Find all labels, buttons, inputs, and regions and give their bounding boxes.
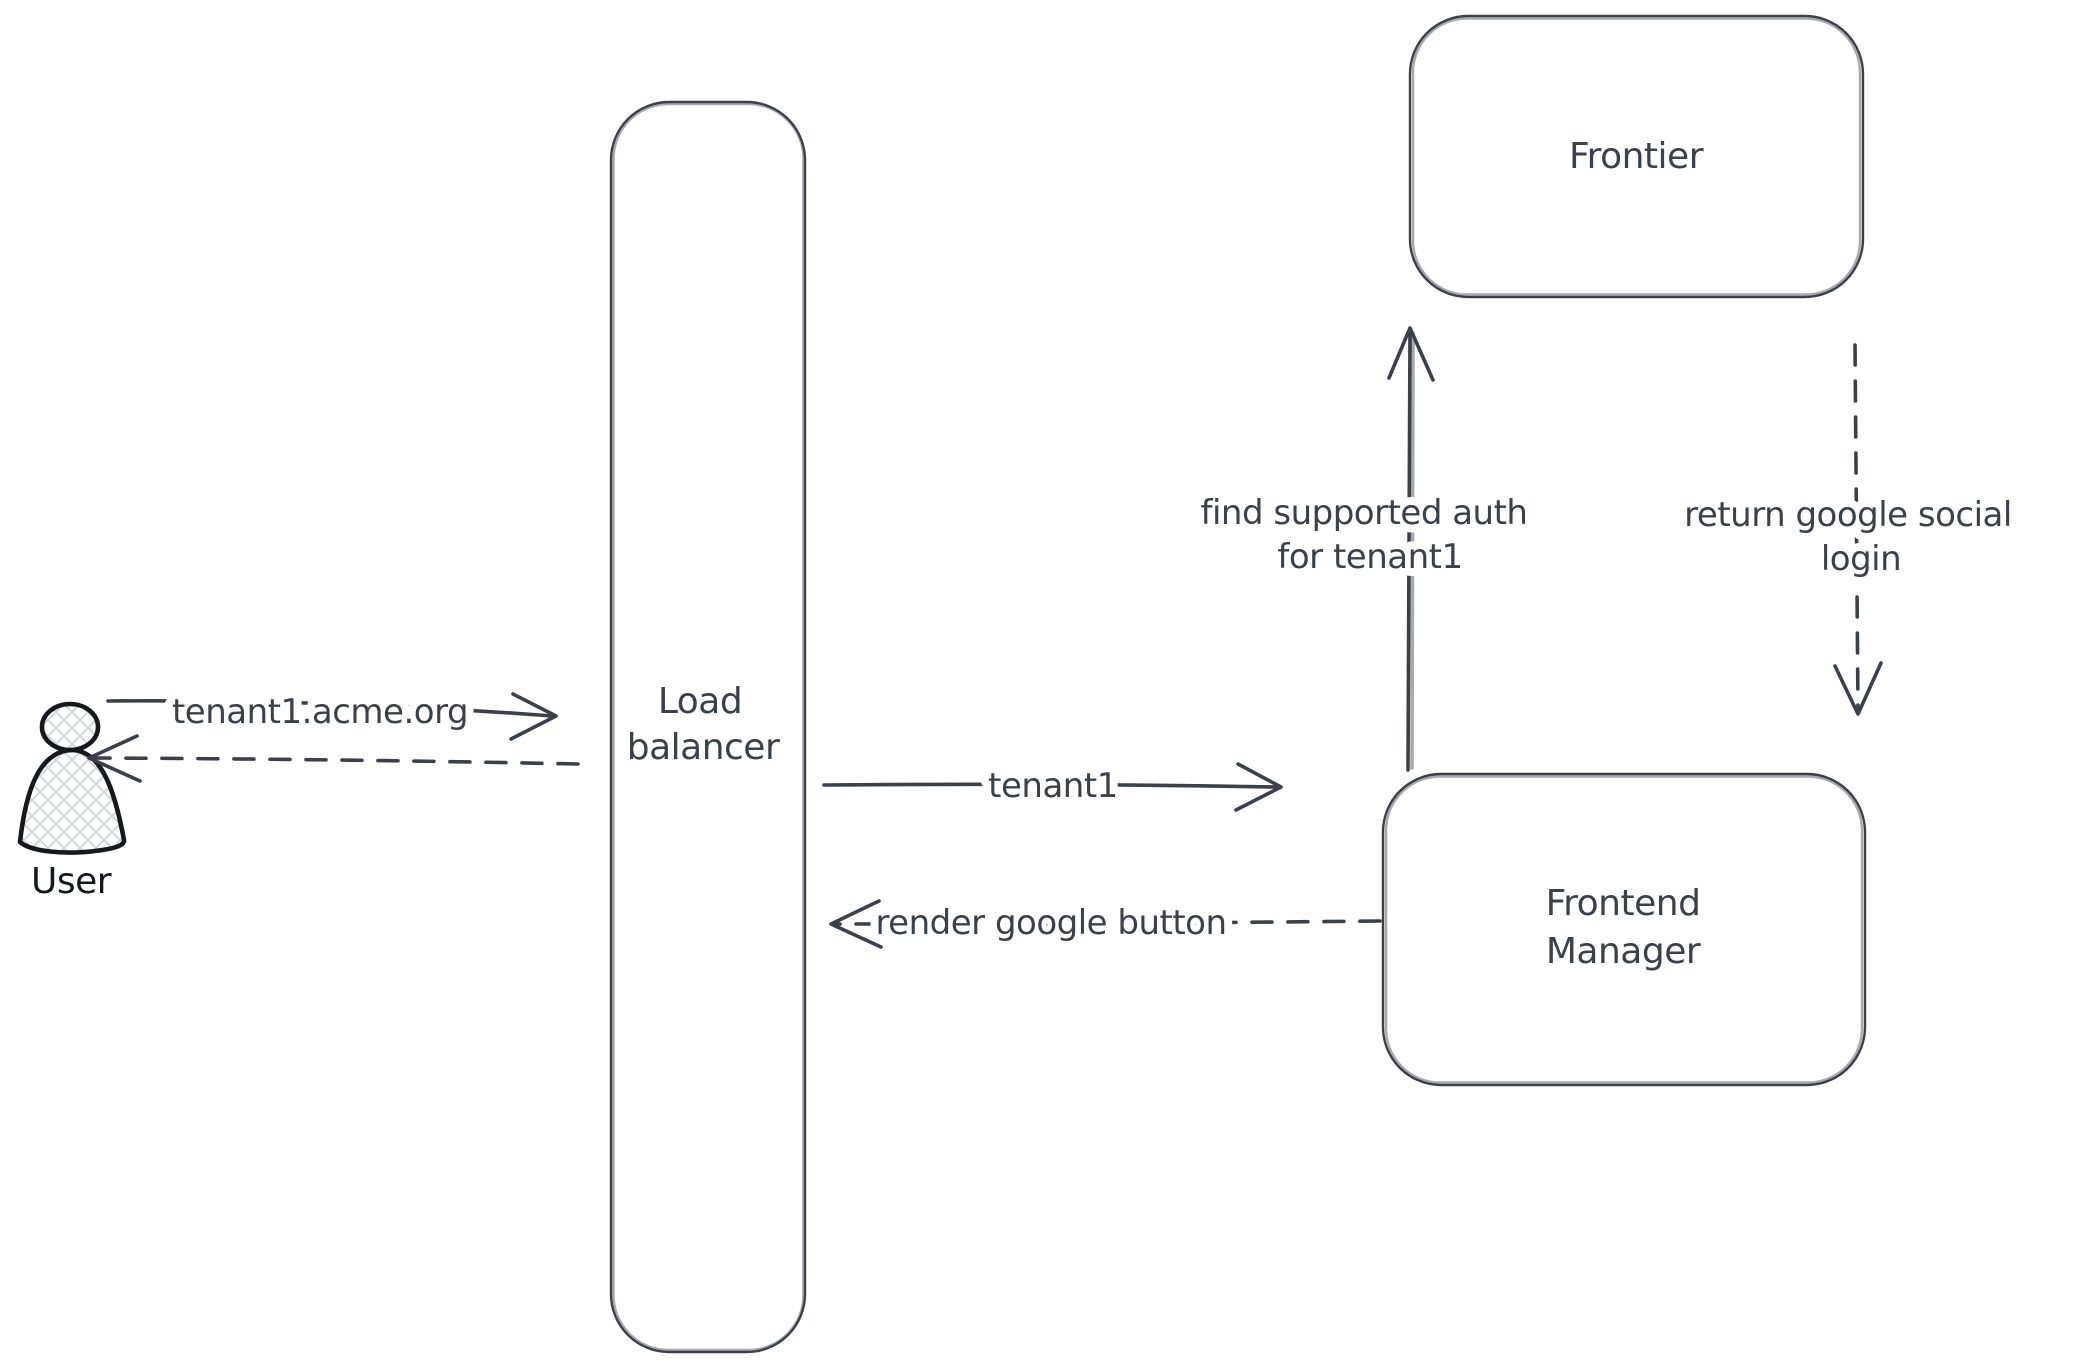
arrowhead-right	[509, 692, 558, 741]
arrowhead-up	[1387, 326, 1435, 382]
frontend-manager-node	[1381, 772, 1867, 1087]
arrow-response-to-user	[87, 734, 580, 783]
labels: Load balancer Frontier Frontend Manager …	[31, 136, 2020, 972]
edge-label-tenant1: tenant1	[988, 766, 1118, 806]
user-label: User	[31, 861, 112, 902]
edge-label-render-google-button: render google button	[875, 903, 1226, 943]
edge-label-find-supported-auth-line1: find supported auth	[1201, 493, 1528, 533]
edge-label-find-supported-auth-line2: for tenant1	[1277, 537, 1462, 577]
load-balancer-label-line2: balancer	[627, 727, 780, 768]
arrow-tenant1	[822, 762, 1283, 812]
edge-label-return-google-social-line2: login	[1821, 539, 1901, 579]
arrow-return-google-social	[1833, 343, 1883, 716]
arrow-find-supported-auth	[1387, 326, 1435, 772]
frontier-label: Frontier	[1569, 136, 1704, 177]
user-head	[39, 701, 101, 753]
load-balancer-label-line1: Load	[658, 681, 742, 722]
edge-label-tenant1-acme-org: tenant1.acme.org	[172, 692, 468, 732]
arrow-render-google-button	[829, 899, 1382, 949]
arrowhead-right	[1234, 762, 1283, 812]
load-balancer-node	[609, 100, 807, 1354]
arrow-tenant1-acme-org	[106, 692, 558, 741]
user-body	[17, 747, 127, 855]
arrowhead-left	[87, 734, 142, 783]
user-icon	[17, 701, 127, 855]
edge-label-return-google-social-line1: return google social	[1684, 495, 2012, 535]
node-boxes	[609, 14, 1867, 1354]
arrows	[87, 326, 1883, 949]
frontier-node	[1408, 14, 1865, 299]
arrowhead-down	[1833, 661, 1883, 716]
arrowhead-left	[829, 899, 883, 949]
frontend-manager-label-line2: Manager	[1546, 931, 1701, 972]
frontend-manager-label-line1: Frontend	[1546, 883, 1701, 924]
